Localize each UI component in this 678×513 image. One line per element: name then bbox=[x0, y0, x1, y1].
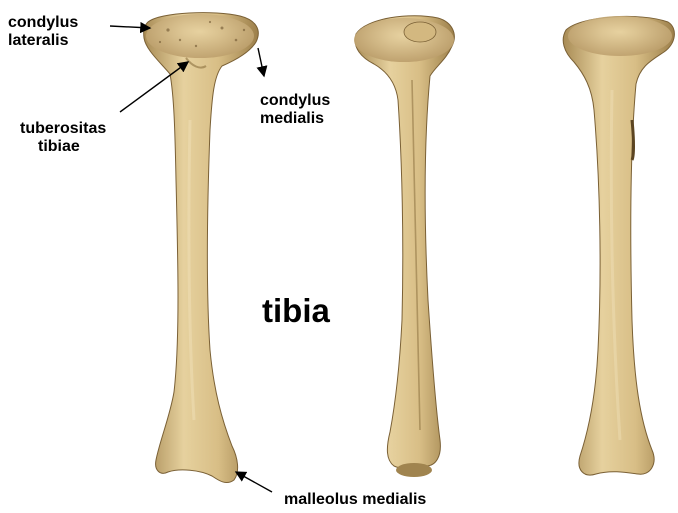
label-condylus-medialis: condylus medialis bbox=[260, 92, 330, 128]
pointer-condylus-lateralis bbox=[110, 26, 150, 28]
label-malleolus-medialis: malleolus medialis bbox=[284, 491, 426, 509]
label-condylus-lateralis: condylus lateralis bbox=[8, 14, 78, 50]
pointer-condylus-medialis bbox=[258, 48, 264, 76]
label-condylus-lateralis-line1: condylus bbox=[8, 14, 78, 32]
label-tuberositas-tibiae: tuberositas tibiae bbox=[20, 120, 106, 156]
label-condylus-medialis-line1: condylus bbox=[260, 92, 330, 110]
lateral-tibia bbox=[354, 16, 454, 477]
pointer-malleolus-medialis bbox=[236, 472, 272, 492]
label-tuberositas-tibiae-line1: tuberositas bbox=[20, 120, 106, 138]
diagram-title: tibia bbox=[262, 292, 330, 330]
label-tuberositas-tibiae-line2: tibiae bbox=[20, 138, 106, 156]
label-condylus-lateralis-line2: lateralis bbox=[8, 32, 78, 50]
anterior-tibia bbox=[144, 13, 259, 483]
label-condylus-medialis-line2: medialis bbox=[260, 110, 330, 128]
posterior-tibia bbox=[563, 16, 674, 475]
